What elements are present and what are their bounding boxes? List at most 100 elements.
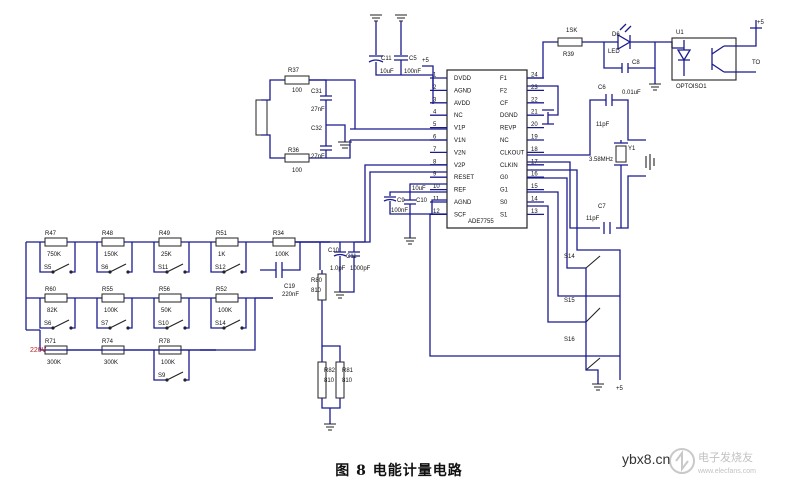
pin-name: V2P: [454, 163, 465, 169]
pin-name: G0: [500, 175, 509, 181]
pin-name: V1P: [454, 126, 465, 132]
r78-value: 100K: [161, 360, 175, 366]
switch-b-label: S15: [564, 298, 575, 304]
ground-icon: [649, 83, 661, 91]
r34-label: R34: [273, 231, 285, 237]
supply-decoupling: C11 10uF C5 100nF +5: [368, 14, 434, 104]
watermark: ybx8.cn 电子发烧友 www.elecfans.com: [622, 445, 792, 477]
c10-label: C10: [416, 198, 428, 204]
pin-name: DVDD: [454, 76, 472, 82]
r37-value: 100: [292, 88, 303, 94]
figure-caption: 图 8 电能计量电路: [335, 463, 463, 479]
mode-switches: S14 S15 S16 +5: [429, 169, 624, 392]
y1-label: Y1: [628, 146, 636, 152]
pin-name: REVP: [500, 126, 516, 132]
voltage-divider: R47750KS5R48150KS6R4925KS11R511KS12R3410…: [25, 164, 447, 431]
c31-label: C31: [311, 89, 323, 95]
c19-label: C19: [284, 284, 296, 290]
r51-resistor: [215, 237, 239, 247]
c10-capacitor: [404, 199, 416, 205]
pin-name: AVDD: [454, 101, 471, 107]
r51-value: 1K: [218, 252, 225, 258]
pin-name: AGND: [454, 88, 472, 94]
c11-label: C11: [381, 56, 392, 62]
r52-value: 100K: [218, 308, 232, 314]
switch-lever-icon: [109, 319, 127, 329]
r39-label: R39: [563, 52, 575, 58]
c11-value: 10uF: [380, 69, 394, 75]
pin-name: F2: [500, 88, 508, 94]
pin-number: 5: [433, 122, 437, 128]
c6-label: C6: [598, 85, 606, 91]
c8-value: 0.01uF: [622, 90, 641, 96]
r60-resistor: [44, 293, 68, 303]
pin-number: 3: [433, 97, 437, 103]
plus5-top-label: +5: [422, 58, 430, 64]
pin-number: 12: [433, 209, 440, 215]
ground-icon: [395, 14, 407, 22]
switch-lever-icon: [166, 263, 184, 273]
c5-capacitor: [394, 55, 408, 61]
shunt-resistor: [255, 99, 268, 136]
r56-label: R56: [159, 287, 171, 293]
ade7755-chip: ADE7755 1DVDD2AGND3AVDD4NC5V1P6V1N7V2N8V…: [430, 69, 544, 229]
s6-label: S6: [101, 265, 109, 271]
r71-label: R71: [45, 339, 57, 345]
r60-value: 82K: [47, 308, 58, 314]
c9-label: C9: [397, 198, 405, 204]
plus5-right-label: +5: [757, 20, 765, 26]
elecfans-logo: 电子发烧友 www.elecfans.com: [669, 448, 756, 475]
c8-capacitor: [621, 63, 629, 73]
r48-label: R48: [102, 231, 114, 237]
r48-value: 150K: [104, 252, 118, 258]
watermark-site: ybx8.cn: [622, 451, 671, 467]
r74-value: 300K: [104, 360, 118, 366]
switch-lever-icon: [223, 319, 241, 329]
r56-resistor: [158, 293, 182, 303]
s6b-label: S6: [44, 321, 52, 327]
switch-c-label: S16: [564, 337, 575, 343]
pin-name: CF: [500, 101, 508, 107]
switch-lever-icon: [585, 255, 601, 371]
pin-number: 14: [531, 197, 538, 203]
switch-lever-icon: [109, 263, 127, 273]
r47-value: 750K: [47, 252, 61, 258]
c9-capacitor: [383, 196, 397, 202]
r82-label: R82: [324, 368, 336, 374]
pin-number: 20: [531, 122, 538, 128]
r52-resistor: [215, 293, 239, 303]
pin-name: S0: [500, 200, 508, 206]
s12-label: S12: [215, 265, 226, 271]
switch-lever-icon: [166, 371, 184, 381]
pin-number: 13: [531, 209, 538, 215]
s10-label: S10: [158, 321, 169, 327]
r81-value: 810: [342, 378, 353, 384]
ground-icon: [324, 423, 336, 431]
pin-number: 8: [433, 159, 437, 165]
switch-lever-icon: [223, 263, 241, 273]
to-label: TO: [752, 60, 761, 66]
c5-value: 100nF: [404, 69, 421, 75]
u1-label: U1: [676, 30, 684, 36]
pin-number: 18: [531, 147, 538, 153]
switch-lever-icon: [166, 319, 184, 329]
led-rays-icon: [619, 23, 632, 33]
c6-capacitor: [605, 94, 613, 106]
ground-icon: [370, 14, 382, 22]
c32-label: C32: [311, 126, 323, 132]
pin-name: DGND: [500, 113, 518, 119]
switch-lever-icon: [52, 319, 70, 329]
switch-lever-icon: [52, 263, 70, 273]
c7-label: C7: [598, 204, 606, 210]
r34-resistor: [272, 237, 296, 247]
c19-capacitor: [260, 242, 301, 278]
pin-number: 9: [433, 172, 437, 178]
r49-label: R49: [159, 231, 171, 237]
c9-value: 100nF: [391, 208, 408, 214]
ground-icon: [404, 237, 416, 245]
r60-label: R60: [45, 287, 57, 293]
c6-value: 11pF: [596, 122, 610, 128]
ground-icon: [542, 112, 554, 125]
pin-name: CLKIN: [500, 163, 518, 169]
